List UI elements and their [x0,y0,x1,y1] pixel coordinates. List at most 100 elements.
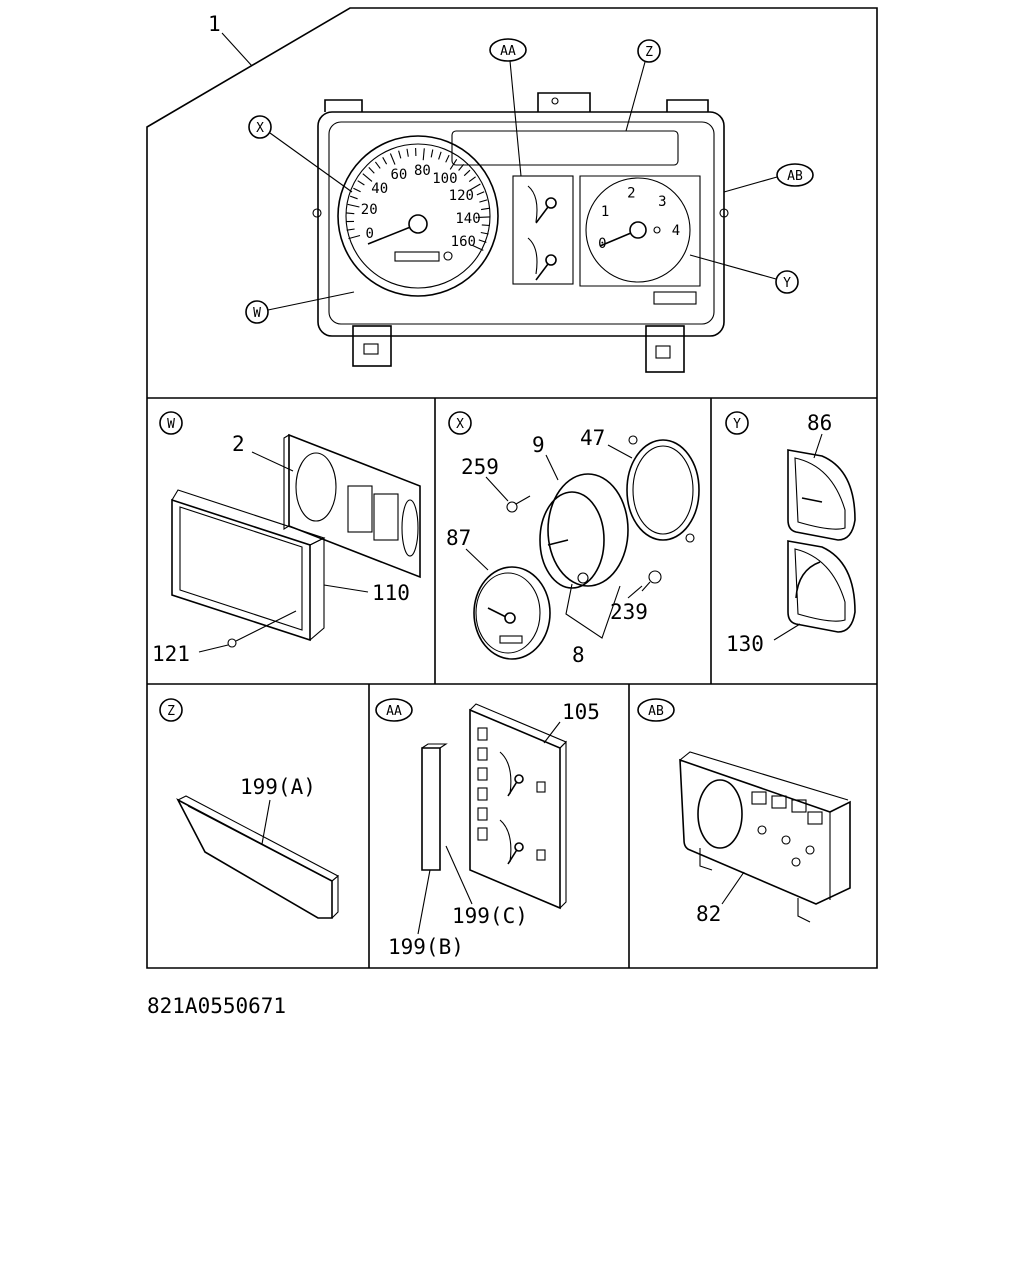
fuel-hub [545,197,557,209]
label-110: 110 [372,581,410,605]
strip-199b [421,747,441,871]
speedometer-tick [374,161,381,169]
tach-face-86-inner [794,457,846,530]
gauge-face-outer [473,566,551,660]
label-105: 105 [562,700,600,724]
glass-frame-side [309,537,325,641]
outer-border [146,7,878,969]
plate-fuel-symbol [536,781,546,793]
speedometer-label-120: 120 [449,188,474,204]
warning-plate-edge [559,740,567,909]
strip-199b-top [421,743,448,749]
mount-tab-right [666,99,709,112]
cluster-bezel [328,121,715,325]
detail-panel-x: X 9 47 259 87 239 8 [446,411,700,667]
tachometer-pivot [653,226,661,234]
speedometer-tick [406,148,409,157]
detail-panel-y: Y 86 130 [725,411,856,656]
speedometer-tick [468,176,476,183]
odometer-window [394,251,440,262]
label-199c: 199(C) [452,904,528,928]
connector-right [645,325,685,373]
connector-pin-right [655,345,671,359]
gauge-body-needle [547,539,569,546]
speedometer-tick [469,183,481,191]
mount-hole [551,97,559,105]
leader-86 [813,433,823,459]
plate-temp-arc [499,819,512,863]
speedometer-tick [382,157,388,165]
callout-aa: AA [489,38,527,177]
panel-aa-tag-circle [375,698,413,722]
callout-x: X [248,115,353,193]
trip-reset-knob [443,251,453,261]
gauge-face [475,572,541,654]
mount-tab-center [537,92,591,112]
leader-1 [221,32,253,67]
temp-scale-arc [527,237,538,275]
leader-9 [545,454,559,481]
speedometer-label-80: 80 [414,163,431,179]
label-121: 121 [152,642,190,666]
speedometer-label-20: 20 [361,202,378,218]
callout-z: Z [625,39,661,132]
speedometer-tick [477,216,490,218]
leader-2 [251,451,294,472]
panel-aa-tag: AA [386,704,402,719]
tachometer-label-3: 3 [658,194,666,210]
lens-199a-rim [187,805,325,878]
tachometer-label-4: 4 [672,223,680,239]
panel-w-tag-circle [159,411,183,435]
speedometer-tick [362,173,373,182]
tachometer-dial [585,177,691,283]
warning-lamp-grid [477,727,488,841]
leader-105 [543,721,561,744]
speedometer-label-0: 0 [365,226,373,242]
case-82-clip-left [699,848,713,871]
speedometer-label-40: 40 [371,181,388,197]
face-plate [288,433,421,579]
connector-left [352,325,392,367]
panel-y-tag-circle [725,411,749,435]
face-plate-slot-1 [347,485,373,533]
label-259: 259 [461,455,499,479]
speedometer-tick [472,244,484,251]
cluster-housing [317,111,725,337]
label-130: 130 [726,632,764,656]
ring-tab-top [628,435,638,445]
face-plate-hole-left [295,452,337,522]
panel-y-tag: Y [733,417,741,432]
tachometer-hub [629,221,647,239]
speedometer-hub [408,214,428,234]
leader-259 [485,476,509,502]
case-82-clip-right [797,898,811,923]
leader-239 [627,585,643,599]
panel-grid [147,397,877,968]
speedometer-tick [480,231,489,235]
screw-259 [506,501,518,513]
screw-121-axis [235,610,297,642]
bulb-239 [648,570,662,584]
panel-ab-tag-circle [637,698,675,722]
speedometer-tick [438,151,442,160]
speedometer-tick [449,159,458,170]
plate-temp-symbol [536,849,546,861]
speedometer-label-160: 160 [451,234,476,250]
warning-plate-top [469,703,567,749]
plate-fuel-arc [499,751,512,795]
speedometer-tick [445,154,450,163]
speedometer-tick [422,148,425,161]
panel-z-tag: Z [167,704,175,719]
svg-text:W: W [253,306,261,321]
tach-face-86 [787,449,856,541]
detail-panel-z: Z 199(A) [159,698,339,919]
panel-ab-tag: AB [648,704,664,719]
ring-tab-bottom [685,533,695,543]
face-plate-slot-2 [373,493,399,541]
speedometer-tick [357,180,365,186]
label-9: 9 [532,433,545,457]
callout-y: Y [689,254,799,294]
svg-text:Z: Z [645,45,653,60]
leader-199c [445,845,473,905]
